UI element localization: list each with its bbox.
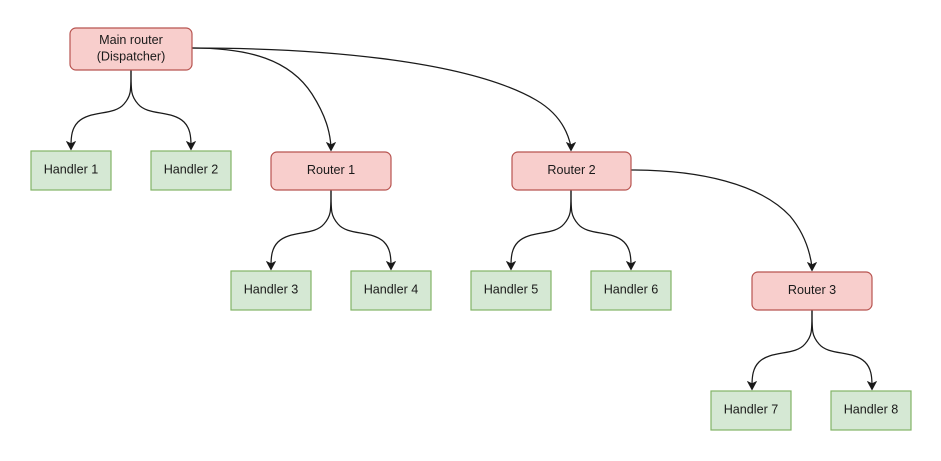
edge-main-router-to-router-2 — [191, 47, 572, 148]
node-label-line: Handler 5 — [484, 283, 539, 297]
node-label-line: Handler 4 — [364, 283, 419, 297]
node-router-2[interactable]: Router 2 — [511, 151, 632, 191]
node-box-router[interactable] — [751, 271, 873, 311]
node-handler-4[interactable]: Handler 4 — [350, 270, 432, 311]
node-box-router[interactable] — [270, 151, 392, 191]
node-label-line: Router 1 — [307, 163, 355, 177]
edge-main-router-to-handler-2 — [130, 69, 192, 147]
node-label-line: (Dispatcher) — [97, 50, 166, 64]
arrowhead-icon — [266, 261, 276, 271]
arrowhead-icon — [566, 142, 576, 152]
node-label-router-2: Router 2 — [547, 163, 595, 177]
node-label-handler-2: Handler 2 — [164, 163, 219, 177]
node-handler-3[interactable]: Handler 3 — [230, 270, 312, 311]
edge-router-2-to-handler-5 — [510, 189, 572, 267]
node-box-handler[interactable] — [350, 270, 432, 311]
node-main-router[interactable]: Main router (Dispatcher) — [69, 27, 193, 71]
arrowhead-icon — [66, 141, 76, 151]
node-label-handler-8: Handler 8 — [844, 403, 899, 417]
node-box-handler[interactable] — [150, 150, 232, 191]
node-label-handler-7: Handler 7 — [724, 403, 779, 417]
arrowhead-icon — [386, 261, 396, 271]
arrowhead-icon — [506, 261, 516, 271]
node-label-handler-4: Handler 4 — [364, 283, 419, 297]
node-label-router-3: Router 3 — [788, 283, 836, 297]
node-label-line: Handler 7 — [724, 403, 779, 417]
arrowhead-icon — [747, 381, 757, 391]
node-label-line: Handler 1 — [44, 163, 99, 177]
node-handler-5[interactable]: Handler 5 — [470, 270, 552, 311]
node-label-handler-6: Handler 6 — [604, 283, 659, 297]
node-label-line: Handler 8 — [844, 403, 899, 417]
edge-main-router-to-router-1 — [191, 47, 332, 148]
node-label-line: Handler 3 — [244, 283, 299, 297]
node-box-router[interactable] — [511, 151, 632, 191]
edge-router-3-to-handler-7 — [751, 309, 813, 387]
node-handler-7[interactable]: Handler 7 — [710, 390, 792, 431]
node-box-handler[interactable] — [30, 150, 112, 191]
edge-router-1-to-handler-4 — [330, 189, 392, 267]
node-label-main-router: Main router (Dispatcher) — [97, 33, 166, 64]
edge-router-2-to-router-3 — [630, 169, 813, 268]
arrowhead-icon — [186, 141, 196, 151]
edge-router-1-to-handler-3 — [270, 189, 332, 267]
node-label-line: Handler 6 — [604, 283, 659, 297]
edge-router-2-to-handler-6 — [570, 189, 632, 267]
node-handler-1[interactable]: Handler 1 — [30, 150, 112, 191]
arrowhead-icon — [326, 142, 336, 152]
node-label-line: Main router — [99, 33, 163, 47]
arrowheads-layer — [66, 141, 877, 391]
arrowhead-icon — [867, 381, 877, 391]
node-label-line: Router 3 — [788, 283, 836, 297]
edge-router-3-to-handler-8 — [811, 309, 873, 387]
node-label-handler-1: Handler 1 — [44, 163, 99, 177]
edge-main-router-to-handler-1 — [70, 69, 132, 147]
node-label-line: Router 2 — [547, 163, 595, 177]
node-label-router-1: Router 1 — [307, 163, 355, 177]
node-handler-2[interactable]: Handler 2 — [150, 150, 232, 191]
node-box-handler[interactable] — [230, 270, 312, 311]
arrowhead-icon — [807, 262, 817, 272]
node-handler-6[interactable]: Handler 6 — [590, 270, 672, 311]
node-router-1[interactable]: Router 1 — [270, 151, 392, 191]
nodes-layer: Main router (Dispatcher) Handler 1 Handler … — [30, 27, 912, 431]
node-label-line: Handler 2 — [164, 163, 219, 177]
edges-layer — [70, 47, 873, 387]
node-box-handler[interactable] — [470, 270, 552, 311]
node-router-3[interactable]: Router 3 — [751, 271, 873, 311]
node-box-router[interactable] — [69, 27, 193, 71]
node-label-handler-5: Handler 5 — [484, 283, 539, 297]
node-box-handler[interactable] — [590, 270, 672, 311]
node-label-handler-3: Handler 3 — [244, 283, 299, 297]
arrowhead-icon — [626, 261, 636, 271]
node-box-handler[interactable] — [710, 390, 792, 431]
node-box-handler[interactable] — [830, 390, 912, 431]
node-handler-8[interactable]: Handler 8 — [830, 390, 912, 431]
